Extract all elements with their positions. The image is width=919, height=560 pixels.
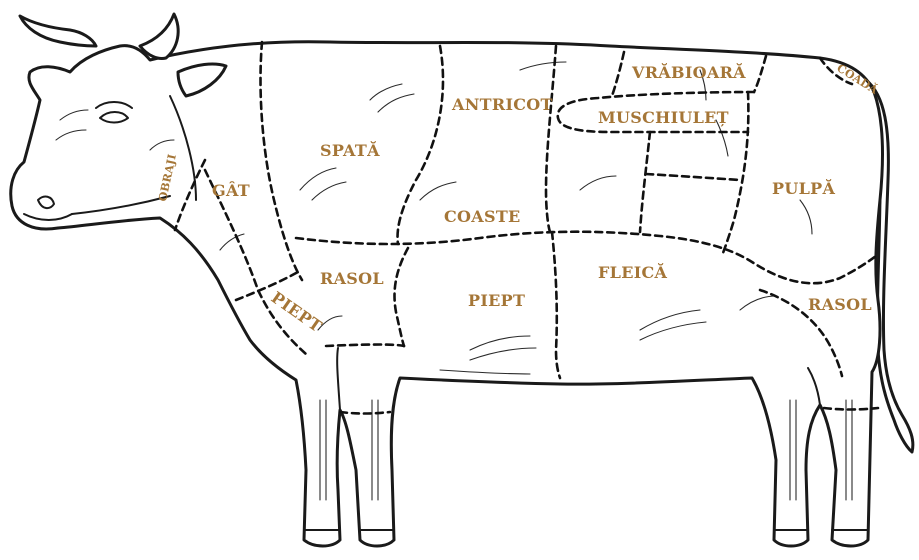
label-pulpa: PULPĂ xyxy=(772,178,835,198)
label-antricot: ANTRICOT xyxy=(451,95,553,114)
label-piept: PIEPT xyxy=(468,291,525,310)
horn-right xyxy=(140,14,178,59)
label-coaste: COASTE xyxy=(444,207,521,226)
label-rasol-front: RASOL xyxy=(320,269,384,288)
cut-front-leg xyxy=(340,412,390,414)
label-rasol-back: RASOL xyxy=(808,295,872,314)
cut-belly xyxy=(326,345,404,347)
label-fleica: FLEICĂ xyxy=(598,262,668,282)
label-gat: GÂT xyxy=(212,180,250,200)
cow-illustration xyxy=(11,14,913,546)
cow-body xyxy=(11,42,883,546)
label-vrabioara: VRĂBIOARĂ xyxy=(631,62,746,82)
label-spata: SPATĂ xyxy=(320,140,380,160)
horn-left xyxy=(20,16,96,46)
label-muschiulet: MUSCHIULEȚ xyxy=(598,108,729,127)
